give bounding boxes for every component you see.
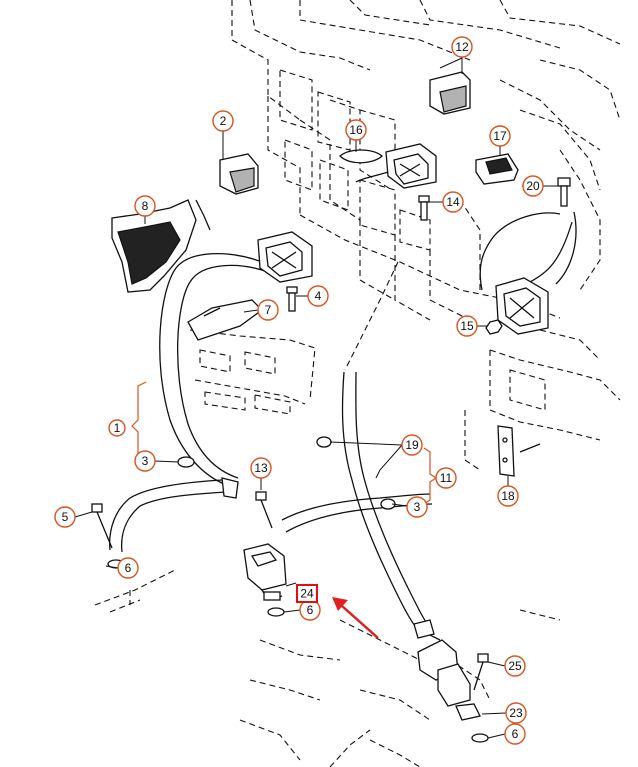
cap-part-3-left [177, 456, 195, 468]
bolt-part-25 [473, 653, 489, 691]
bolt-part-20 [557, 177, 571, 207]
callout-6-right: 6 [504, 723, 526, 745]
buckle-assembly-part-24 [243, 543, 287, 601]
svg-text:6: 6 [125, 561, 132, 575]
belt-webbing [109, 211, 577, 633]
callout-13: 13 [250, 457, 272, 479]
svg-text:19: 19 [405, 438, 419, 452]
nut-part-15 [485, 319, 503, 335]
callout-16: 16 [345, 119, 367, 141]
svg-text:17: 17 [493, 129, 507, 143]
trim-cover-part-2 [219, 153, 259, 195]
bolt-part-4 [286, 286, 298, 312]
callout-6-left: 6 [117, 557, 139, 579]
svg-text:13: 13 [254, 461, 268, 475]
belt-tongue-left [221, 477, 239, 499]
callout-17: 17 [489, 125, 511, 147]
vehicle-body-outline [94, 0, 621, 767]
bracket-label: 1 [114, 421, 121, 435]
svg-text:5: 5 [62, 510, 69, 524]
callout-12: 12 [451, 36, 473, 58]
callout-25: 25 [504, 655, 526, 677]
svg-text:7: 7 [265, 303, 272, 317]
svg-text:18: 18 [501, 489, 515, 503]
svg-text:8: 8 [142, 199, 149, 213]
trim-cover-part-12 [429, 71, 471, 115]
cap-part-19 [316, 436, 332, 448]
buckle-part-lower-right [413, 619, 481, 721]
callout-3-left: 3 [134, 450, 156, 472]
washer-part-6-center [267, 607, 285, 617]
leader-lines [74, 56, 558, 739]
callout-20: 20 [522, 175, 544, 197]
callout-layer: 12 2 16 17 8 14 20 4 7 15 3 13 19 11 3 1… [54, 36, 544, 745]
callout-3-right: 3 [406, 496, 428, 518]
callout-2: 2 [212, 110, 234, 132]
svg-text:12: 12 [455, 40, 469, 54]
bolt-part-14 [418, 195, 430, 221]
belt-guide-part-16 [339, 149, 383, 164]
svg-text:14: 14 [446, 195, 460, 209]
callout-4: 4 [307, 285, 329, 307]
svg-text:23: 23 [509, 706, 523, 720]
callout-14: 14 [442, 191, 464, 213]
callout-8: 8 [134, 195, 156, 217]
callout-7: 7 [257, 299, 279, 321]
callout-15: 15 [456, 315, 478, 337]
bracket-group-11 [423, 447, 438, 505]
callout-19: 19 [401, 434, 423, 456]
svg-text:3: 3 [142, 454, 149, 468]
svg-text:3: 3 [414, 500, 421, 514]
callout-11: 11 [435, 467, 457, 489]
svg-text:25: 25 [508, 659, 522, 673]
bolt-part-5 [91, 503, 113, 549]
highlighted-callout-24: 24 [296, 584, 318, 603]
highlighted-part-label: 24 [300, 587, 314, 601]
bracket-part-18 [497, 425, 541, 477]
svg-text:20: 20 [526, 179, 540, 193]
right-retractor [495, 277, 549, 335]
buckle-cover-part-17 [475, 153, 519, 185]
svg-text:2: 2 [220, 114, 227, 128]
svg-text:6: 6 [307, 603, 314, 617]
callout-5: 5 [54, 506, 76, 528]
svg-text:4: 4 [315, 289, 322, 303]
side-trim-part-8 [111, 199, 211, 293]
washer-part-6-right [471, 733, 489, 743]
svg-text:16: 16 [349, 123, 363, 137]
svg-text:6: 6 [512, 727, 519, 741]
callout-18: 18 [497, 485, 519, 507]
upper-retractor [355, 143, 437, 189]
left-retractor [257, 231, 313, 283]
callout-23: 23 [505, 702, 527, 724]
svg-text:15: 15 [460, 319, 474, 333]
bolt-part-13 [255, 491, 273, 529]
red-pointer-arrow [332, 597, 379, 639]
svg-text:11: 11 [440, 471, 453, 485]
